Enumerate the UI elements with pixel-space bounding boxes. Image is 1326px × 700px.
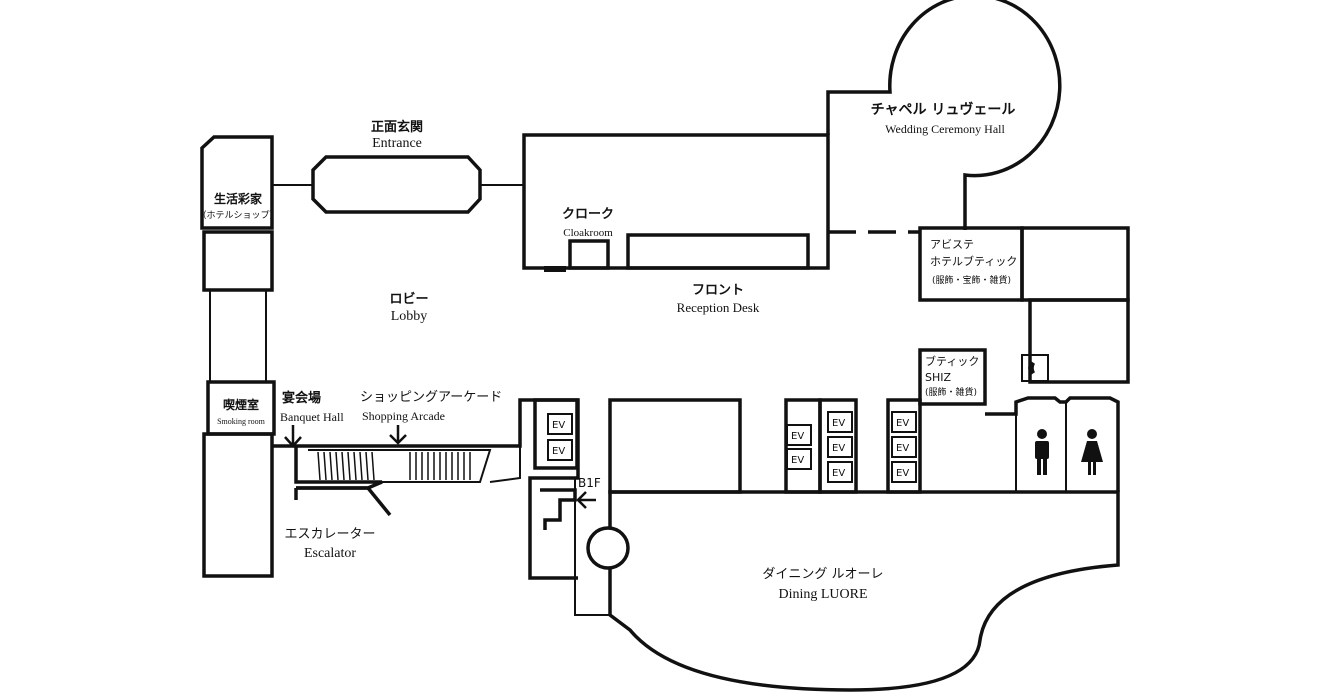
right-room-upper: [1020, 226, 1130, 302]
banquet-label-en: Banquet Hall: [280, 410, 344, 424]
restroom-divider: [1015, 402, 1067, 492]
shiz-label-2: SHIZ: [925, 371, 951, 384]
lobby-label-en: Lobby: [391, 309, 428, 324]
dining-label-jp: ダイニング ルオーレ: [762, 567, 883, 582]
ev-4: EV: [786, 448, 812, 470]
abisute-label-2: ホテルブティック: [930, 254, 1017, 268]
svg-text:EV: EV: [896, 468, 909, 479]
escalator-label-jp: エスカレーター: [284, 527, 375, 542]
chapel-label-en: Wedding Ceremony Hall: [885, 122, 1005, 136]
smoking-label-en: Smoking room: [217, 417, 266, 426]
left-corridor: [209, 290, 267, 382]
entrance-label-jp: 正面玄関: [371, 119, 423, 135]
cloakroom-label-en: Cloakroom: [563, 227, 613, 239]
svg-text:EV: EV: [552, 420, 565, 431]
ev-1: EV: [547, 413, 573, 435]
ev-3: EV: [786, 424, 812, 446]
ev-2: EV: [547, 439, 573, 461]
escalator: [294, 446, 383, 490]
banquet-label-jp: 宴会場: [282, 390, 321, 406]
escalator-label-en: Escalator: [304, 546, 356, 561]
escalator-hatching: [308, 449, 492, 483]
labels: 正面玄関 Entrance 生活彩家 （ホテルショップ） クローク Cloakr…: [197, 101, 1017, 602]
seikatsu-label: 生活彩家: [214, 191, 263, 206]
female-restroom-icon: [1081, 429, 1103, 475]
shiz-label-1: ブティック: [925, 354, 979, 368]
abisute-label-3: (服飾・宝飾・雑貨): [932, 274, 1011, 286]
column: [586, 526, 630, 570]
elevators: EV EV EV EV EV EV EV EV EV EV: [547, 411, 917, 483]
ev-10: EV: [891, 461, 917, 483]
male-restroom-icon: [1035, 429, 1049, 475]
seikatsu-sub-label: （ホテルショップ）: [197, 210, 278, 221]
chapel-wall: [826, 0, 1062, 230]
arrow-left-icon: [576, 491, 596, 509]
arrow-down-icon: [389, 425, 407, 445]
b1f-stair: [540, 488, 577, 530]
left-room-bottom: [202, 432, 274, 578]
ev-6: EV: [827, 436, 853, 458]
seikatsu-room: [200, 135, 274, 230]
middle-room: [608, 398, 742, 494]
escalator-bottom: [294, 486, 392, 517]
svg-text:EV: EV: [896, 443, 909, 454]
phone-icon: [1028, 360, 1035, 376]
ev-5: EV: [827, 411, 853, 433]
walls: [200, 0, 1130, 692]
entrance-label-en: Entrance: [372, 136, 422, 151]
entrance-hall: [311, 155, 482, 214]
shiz-room: [918, 348, 987, 406]
svg-text:EV: EV: [832, 468, 845, 479]
reception-block: [522, 133, 830, 270]
reception-counter: [626, 233, 810, 270]
svg-text:EV: EV: [791, 455, 804, 466]
cloakroom-counter: [568, 239, 610, 270]
dining-wall: [608, 490, 1120, 692]
door-mark: [544, 266, 566, 272]
restroom-block: [985, 396, 1120, 492]
arrow-down-icon: [284, 425, 302, 448]
right-room-middle: [1028, 298, 1130, 384]
svg-text:EV: EV: [552, 446, 565, 457]
arcade-inner-wall: [489, 446, 521, 483]
cloakroom-label-jp: クローク: [562, 207, 614, 222]
shiz-label-3: (服飾・雑貨): [925, 386, 977, 398]
shopping-label-jp: ショッピングアーケード: [360, 390, 502, 405]
ev-7: EV: [827, 461, 853, 483]
abisute-label-1: アビステ: [930, 238, 974, 251]
svg-text:EV: EV: [791, 431, 804, 442]
left-room-2: [202, 230, 274, 292]
shopping-label-en: Shopping Arcade: [362, 409, 445, 423]
svg-text:EV: EV: [832, 418, 845, 429]
reception-label-jp: フロント: [692, 283, 744, 298]
svg-text:EV: EV: [896, 418, 909, 429]
arcade-ev-room: [533, 398, 579, 470]
lobby-label-jp: ロビー: [389, 291, 428, 307]
chapel-label-jp: チャペル リュヴェール: [871, 101, 1016, 118]
svg-text:EV: EV: [832, 443, 845, 454]
reception-label-en: Reception Desk: [677, 300, 760, 315]
b1f-label: B1F: [578, 476, 601, 490]
smoking-label-jp: 喫煙室: [223, 397, 259, 412]
dining-label-en: Dining LUORE: [778, 587, 867, 602]
phone-booth: [1021, 354, 1049, 382]
ev-8: EV: [891, 411, 917, 433]
b1f-wall: [574, 478, 610, 616]
ev-9: EV: [891, 436, 917, 458]
